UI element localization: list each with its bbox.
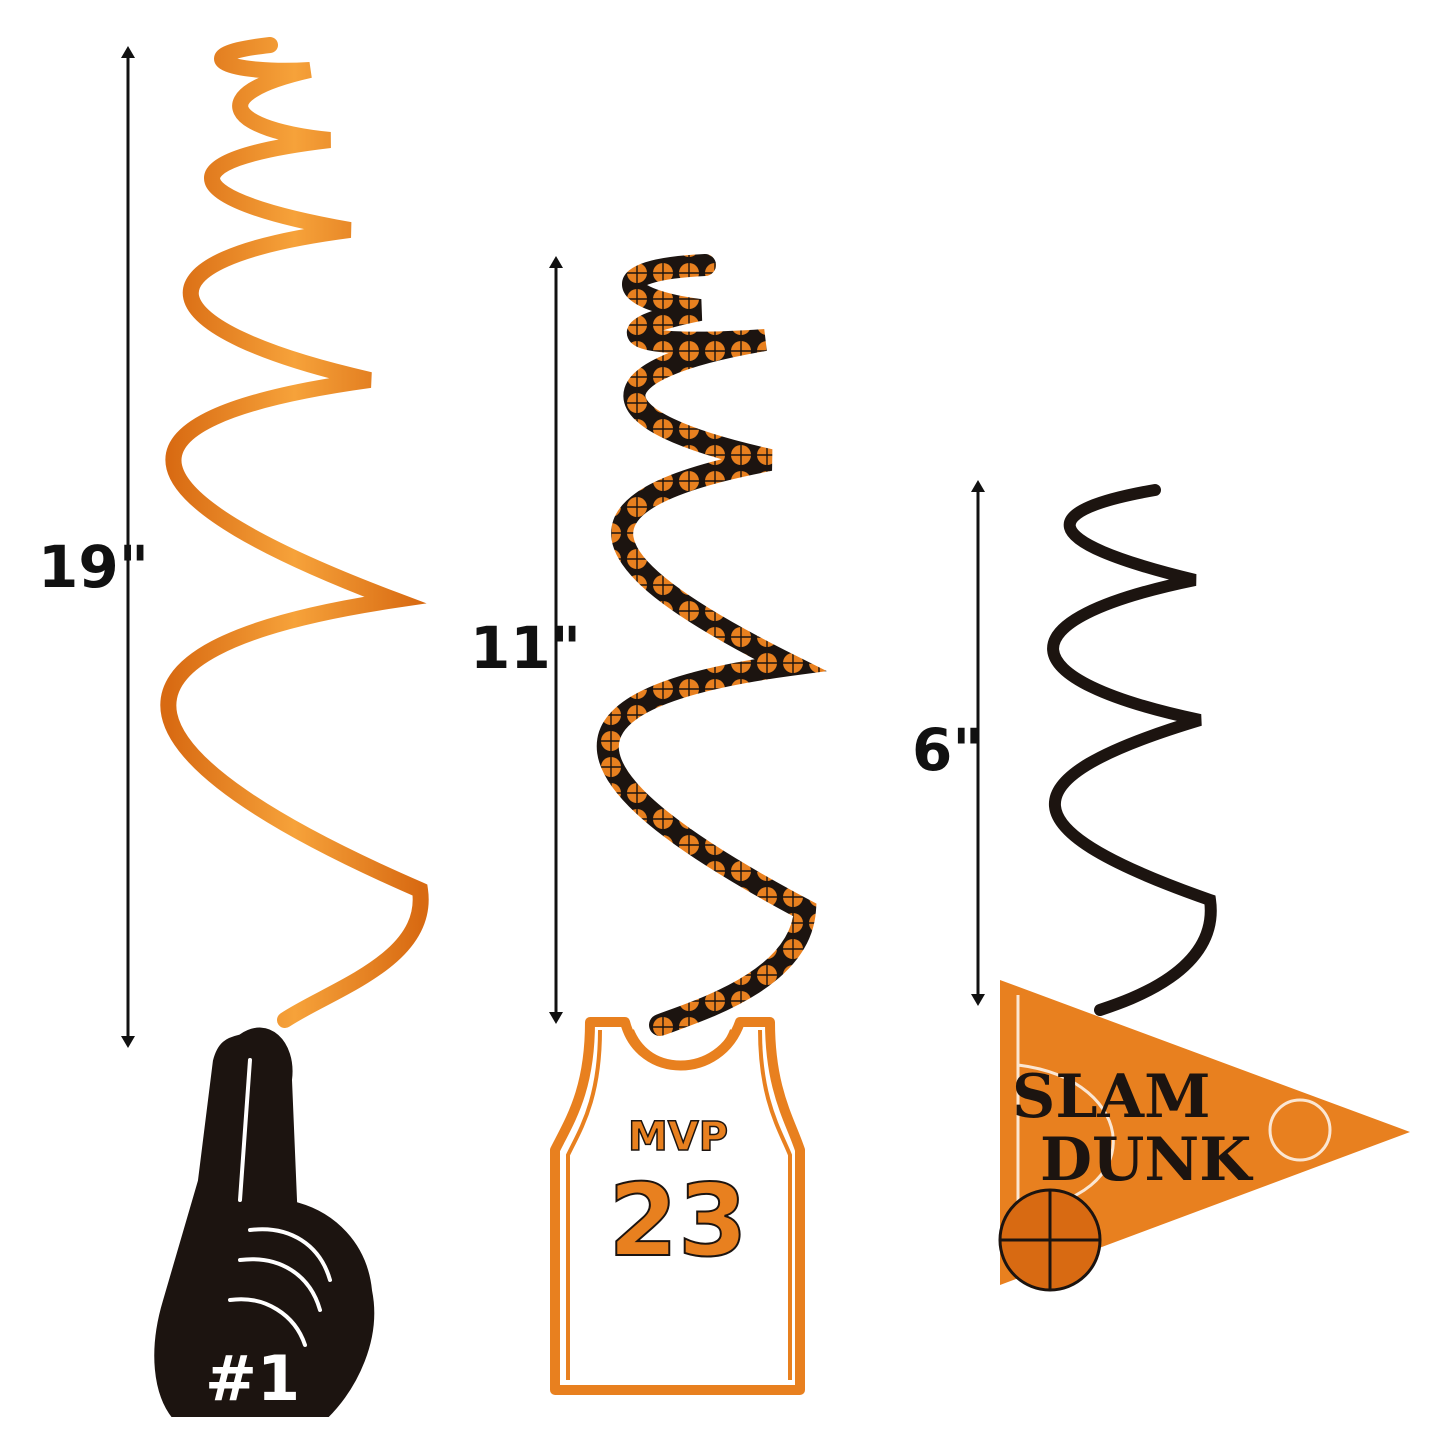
dimension-label-11: 11" [470, 614, 581, 682]
swirl-6-ribbon [1047, 484, 1217, 1016]
jersey-cutout: MVP 23 [550, 1017, 805, 1395]
foam-finger-outline [148, 1021, 381, 1423]
swirl-11-ribbon [596, 254, 827, 1036]
foam-finger-detail [228, 1058, 332, 1347]
pennant-shape [1000, 980, 1410, 1285]
pennant-cutout: SLAM DUNK [998, 980, 1410, 1292]
jersey-title: MVP [628, 1114, 728, 1160]
pennant-basketball-seams [1000, 1190, 1100, 1290]
pennant-line2: DUNK [1040, 1125, 1253, 1195]
pennant-line1: SLAM [1012, 1062, 1211, 1132]
foam-finger-label: #1 [205, 1342, 300, 1415]
jersey-number: 23 [608, 1162, 747, 1279]
foam-finger-cutout: #1 [148, 1021, 381, 1423]
dimension-label-6: 6" [912, 716, 983, 784]
swirl-19-ribbon [160, 37, 429, 1028]
jersey-trim [566, 1029, 792, 1380]
dimension-label-19: 19" [38, 533, 149, 601]
